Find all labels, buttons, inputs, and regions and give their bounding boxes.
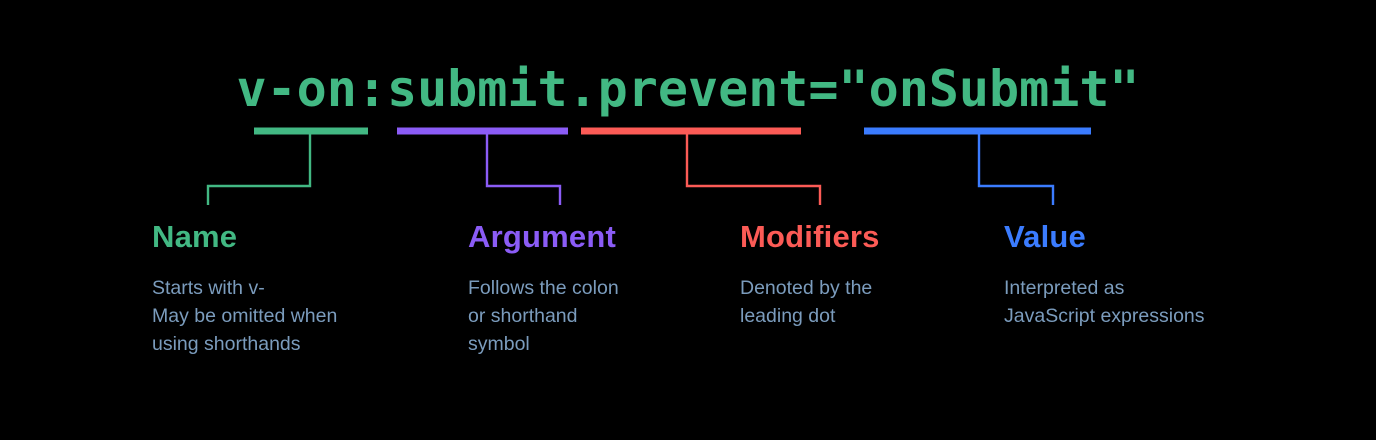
elbow-line-argument [485, 134, 562, 205]
part-title-argument: Argument [468, 219, 616, 254]
part-description-name: Starts with v- May be omitted when using… [152, 277, 338, 355]
part-title-value: Value [1004, 219, 1086, 254]
part-description-modifiers: Denoted by the leading dot [740, 277, 873, 327]
elbow-line-modifiers [685, 134, 822, 205]
part-column-argument: Argument Follows the colon or shorthand … [468, 218, 718, 358]
connector-value [864, 127, 1091, 205]
part-description-argument: Follows the colon or shorthand symbol [468, 277, 619, 355]
connector-modifiers [581, 127, 822, 205]
part-column-modifiers: Modifiers Denoted by the leading dot [740, 218, 990, 330]
elbow-line-name [206, 134, 312, 205]
part-description-value: Interpreted as JavaScript expressions [1004, 277, 1205, 327]
part-column-name: Name Starts with v- May be omitted when … [152, 218, 452, 358]
connector-argument [397, 127, 568, 205]
connector-name [206, 127, 368, 205]
directive-code-expression: v-on:submit.prevent="onSubmit" [236, 60, 1140, 118]
part-title-name: Name [152, 219, 238, 254]
part-title-modifiers: Modifiers [740, 219, 880, 254]
part-column-value: Value Interpreted as JavaScript expressi… [1004, 218, 1324, 330]
elbow-line-value [977, 134, 1055, 205]
